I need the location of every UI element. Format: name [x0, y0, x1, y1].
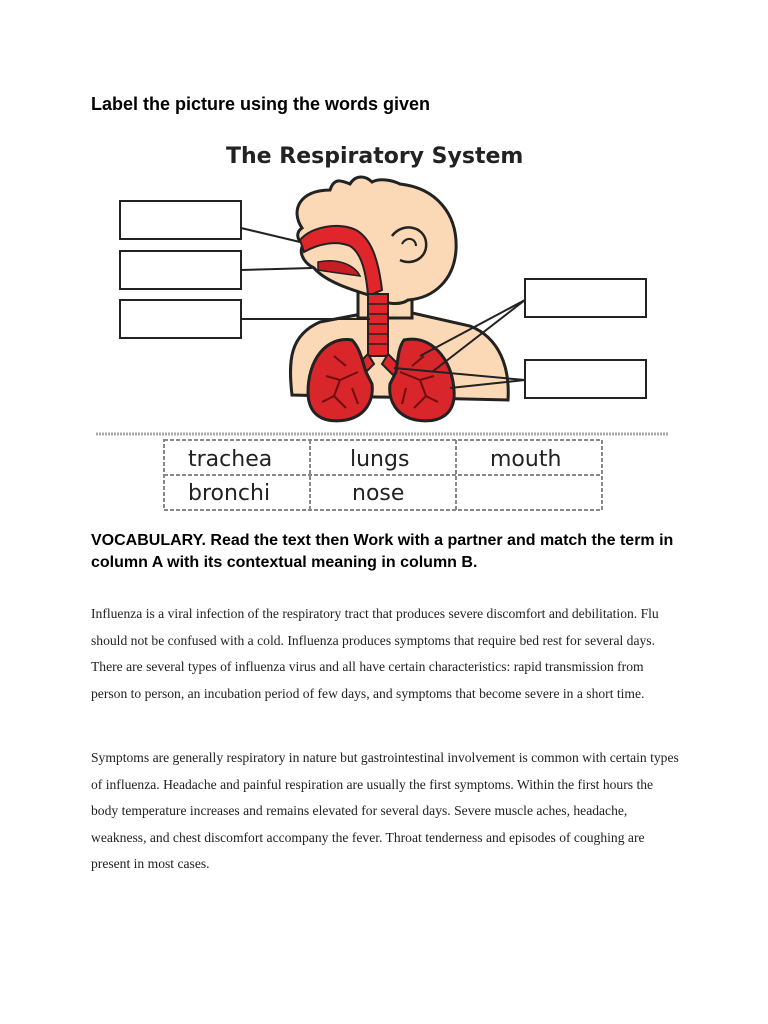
label-box-3[interactable]	[119, 299, 242, 339]
pointer-line-4	[419, 299, 526, 357]
pointer-line-7	[449, 379, 526, 389]
figure-title: The Respiratory System	[226, 144, 523, 169]
label-box-2[interactable]	[119, 250, 242, 290]
ear-inner	[401, 238, 417, 247]
paragraph: Influenza is a viral infection of the re…	[91, 606, 659, 701]
word-bank-cell: nose	[352, 481, 404, 506]
trachea-shape	[367, 293, 389, 357]
label-box-1[interactable]	[119, 200, 242, 240]
pointer-line-5	[431, 299, 526, 373]
ear-shape	[390, 226, 428, 264]
vocabulary-instruction: VOCABULARY. Read the text then Work with…	[91, 532, 674, 571]
left-lung-branches	[321, 355, 359, 409]
worksheet-heading: Label the picture using the words given	[91, 94, 431, 114]
word-bank-table: trachea lungs mouth bronchi nose	[163, 439, 603, 511]
airway-shape	[298, 224, 384, 298]
pointer-line-1	[240, 227, 301, 243]
label-box-4[interactable]	[524, 278, 647, 318]
word-bank-cell: mouth	[490, 447, 561, 472]
word-bank-cell: trachea	[188, 447, 272, 472]
pointer-line-2	[240, 267, 313, 271]
respiratory-system-figure: The Respiratory System trachea	[96, 144, 668, 511]
mouth-cavity	[317, 260, 362, 277]
word-bank-cell: lungs	[350, 447, 409, 472]
paragraph: Symptoms are generally respiratory in na…	[91, 750, 679, 872]
word-bank-cell: bronchi	[188, 481, 270, 506]
pointer-line-6	[393, 367, 526, 381]
label-box-5[interactable]	[524, 359, 647, 399]
right-lung-branches	[399, 355, 439, 409]
